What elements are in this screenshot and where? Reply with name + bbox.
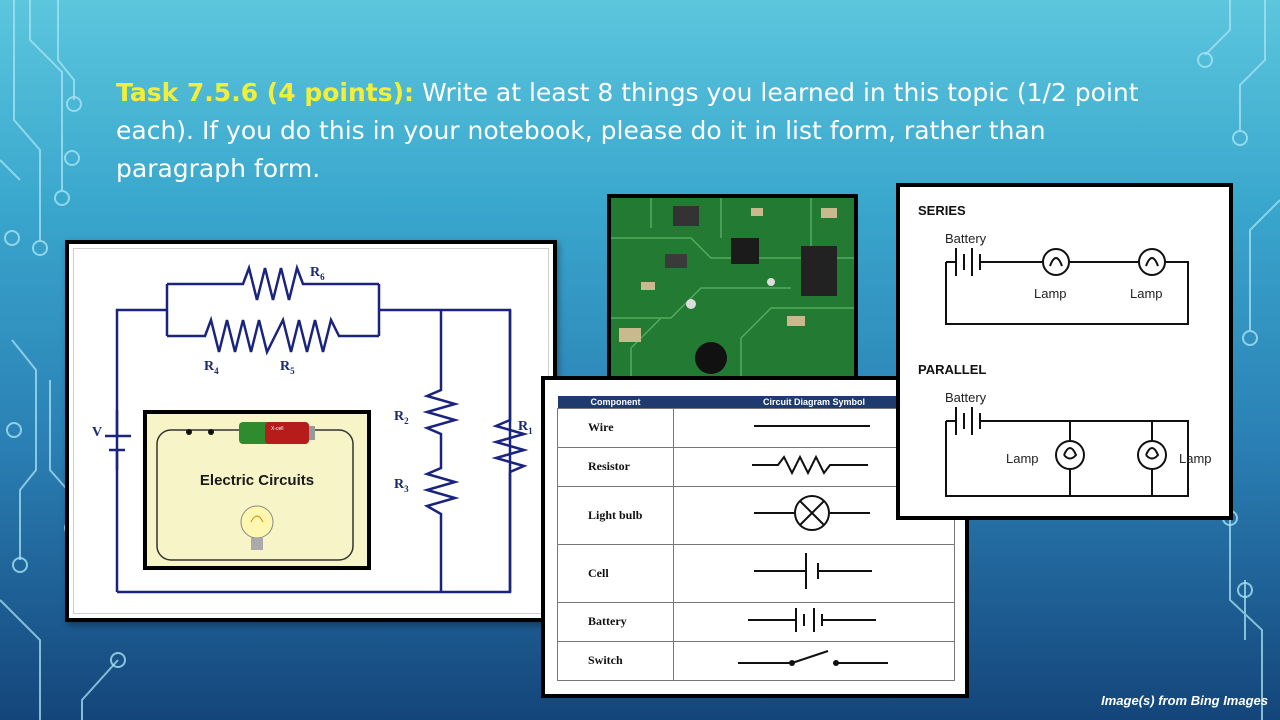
label-r3: R3 [394, 477, 409, 494]
label-r6: R6 [310, 265, 325, 282]
resistor-circuit-diagram [105, 263, 529, 594]
component-name: Switch [557, 640, 674, 681]
series-lamp-label-2: Lamp [1130, 286, 1163, 301]
parallel-title: PARALLEL [918, 362, 987, 377]
label-voltage: V [92, 425, 103, 440]
task-label: Task 7.5.6 (4 points): [116, 78, 415, 107]
svg-text:X-cell: X-cell [271, 426, 284, 432]
series-battery-label: Battery [945, 231, 987, 246]
pcb-illustration [611, 198, 854, 388]
parallel-lamp-label-2: Lamp [1179, 451, 1212, 466]
header-symbol: Circuit Diagram Symbol [673, 396, 955, 408]
table-row: Battery [557, 601, 955, 642]
parallel-lamp-label-1: Lamp [1006, 451, 1039, 466]
label-r2: R2 [394, 409, 409, 426]
table-row: Resistor [557, 446, 955, 487]
label-r5: R5 [280, 359, 295, 376]
task-body: Write at least 8 things you learned in t… [116, 78, 1139, 183]
component-name: Wire [557, 407, 674, 448]
component-name: Light bulb [557, 485, 674, 545]
component-name: Resistor [557, 446, 674, 487]
label-r1: R1 [518, 419, 533, 436]
component-name: Battery [557, 601, 674, 642]
table-row: Wire [557, 407, 955, 448]
component-symbol-table-image: Component Circuit Diagram Symbol Wire Re… [541, 376, 969, 698]
header-component: Component [557, 396, 674, 408]
series-parallel-image: SERIES Battery Lamp Lamp PARALLEL Batter… [896, 183, 1233, 520]
table-row: Switch [557, 640, 955, 681]
table-row: Light bulb [557, 485, 955, 545]
electric-circuits-illustration: X-cell [156, 422, 354, 561]
label-r4: R4 [204, 359, 219, 376]
inset-title: Electric Circuits [199, 472, 315, 489]
battery-symbol [673, 601, 955, 642]
cell-symbol [673, 543, 955, 603]
circuit-board-photo [607, 194, 858, 392]
series-title: SERIES [918, 203, 966, 218]
component-name: Cell [557, 543, 674, 603]
series-parallel-diagram [945, 248, 1189, 497]
series-lamp-label-1: Lamp [1034, 286, 1067, 301]
electric-circuits-inset: X-cell Electric Circuits [143, 410, 371, 570]
table-header-row: Component Circuit Diagram Symbol [557, 396, 955, 408]
component-symbol-table: Component Circuit Diagram Symbol Wire Re… [557, 396, 955, 681]
switch-symbol [673, 640, 955, 681]
parallel-battery-label: Battery [945, 390, 987, 405]
image-credit: Image(s) from Bing Images [1101, 693, 1268, 708]
table-row: Cell [557, 543, 955, 603]
task-instruction: Task 7.5.6 (4 points): Write at least 8 … [116, 74, 1176, 188]
